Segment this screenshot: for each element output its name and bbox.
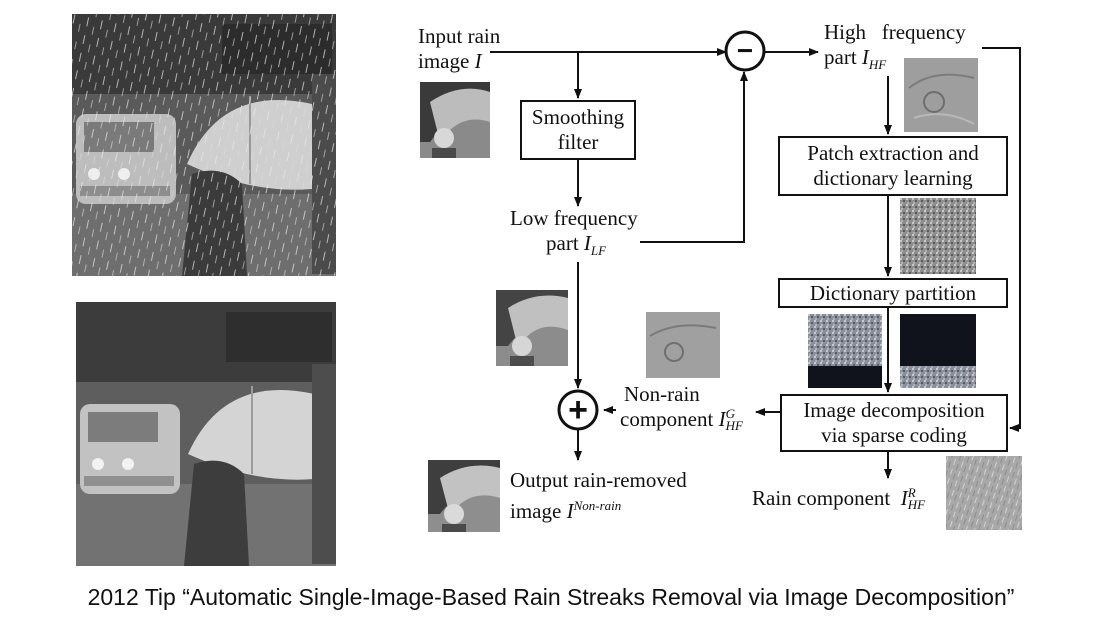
non-rain-component-thumbnail xyxy=(646,312,720,378)
input-rain-label: Input rain image I xyxy=(418,24,501,73)
subtract-node xyxy=(724,30,766,72)
derained-photo xyxy=(76,302,336,566)
add-symbol: + xyxy=(568,391,588,429)
figure-caption: 2012 Tip “Automatic Single-Image-Based R… xyxy=(87,584,1015,610)
smoothing-filter-box: Smoothing filter xyxy=(520,100,636,160)
low-frequency-label: Low frequency part ILF xyxy=(510,206,638,259)
image-decomposition-box: Image decomposition via sparse coding xyxy=(780,394,1008,452)
patch-extraction-box: Patch extraction and dictionary learning xyxy=(778,136,1008,196)
subtract-symbol: − xyxy=(737,35,753,66)
dictionary-partition-thumbnail-left xyxy=(808,314,882,388)
rainy-photo xyxy=(72,14,336,276)
dictionary-thumbnail xyxy=(900,198,976,274)
add-node xyxy=(557,389,599,431)
high-frequency-label: High frequency part IHF xyxy=(824,20,966,73)
output-label: Output rain-removed image INon-rain xyxy=(510,468,687,523)
output-image-thumbnail xyxy=(428,460,500,532)
rain-component-thumbnail xyxy=(946,456,1022,530)
input-image-thumbnail xyxy=(420,82,490,158)
dictionary-partition-box: Dictionary partition xyxy=(778,278,1008,308)
high-frequency-thumbnail xyxy=(904,58,978,132)
dictionary-partition-thumbnail-right xyxy=(900,314,976,388)
low-frequency-thumbnail xyxy=(496,290,568,366)
